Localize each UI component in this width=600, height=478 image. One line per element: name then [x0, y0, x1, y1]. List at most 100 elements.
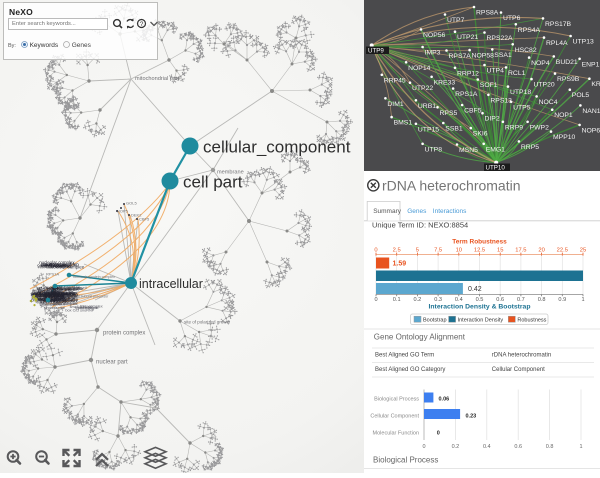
svg-text:rRNA complex: rRNA complex [47, 298, 76, 303]
svg-text:Robustness: Robustness [517, 318, 546, 324]
svg-text:0: 0 [437, 431, 440, 437]
svg-text:SSB1: SSB1 [445, 126, 463, 133]
svg-text:UTP4: UTP4 [487, 68, 505, 75]
svg-text:SSU complex: SSU complex [55, 302, 78, 306]
svg-text:CBF5: CBF5 [464, 108, 482, 115]
svg-text:snoRNA complex: snoRNA complex [50, 286, 84, 291]
svg-text:snoRNA complex: snoRNA complex [48, 286, 82, 291]
svg-text:preribosome: preribosome [51, 296, 76, 301]
svg-text:DIM1: DIM1 [387, 101, 403, 108]
svg-text:processome: processome [40, 302, 61, 306]
svg-text:snoRNA complex: snoRNA complex [33, 293, 67, 298]
svg-text:RRP5: RRP5 [521, 144, 539, 151]
svg-text:ribonucleoprotein complex: ribonucleoprotein complex [73, 275, 115, 279]
svg-text:RPS5: RPS5 [440, 110, 458, 117]
svg-text:UTP10: UTP10 [486, 165, 506, 172]
svg-text:RPL4A: RPL4A [546, 40, 568, 47]
svg-text:Interaction Density: Interaction Density [458, 318, 504, 324]
svg-text:snoRNA complex: snoRNA complex [45, 292, 79, 297]
svg-text:UTP9: UTP9 [368, 48, 384, 55]
svg-text:Term Robustness: Term Robustness [452, 239, 507, 246]
svg-text:UTP6: UTP6 [503, 15, 521, 22]
svg-text:0.2: 0.2 [452, 444, 460, 450]
svg-text:site of polarized growth: site of polarized growth [184, 320, 231, 325]
svg-text:90S preribosome: 90S preribosome [37, 264, 71, 269]
svg-text:box C/D snoRNP: box C/D snoRNP [40, 293, 74, 298]
svg-text:processome: processome [78, 306, 99, 310]
svg-text:Unique Term ID: NEXO:8854: Unique Term ID: NEXO:8854 [372, 221, 468, 230]
svg-text:1.59: 1.59 [393, 261, 407, 268]
svg-text:rRNA complex: rRNA complex [48, 293, 77, 298]
svg-text:processome: processome [52, 291, 76, 296]
svg-text:processome: processome [39, 293, 63, 298]
svg-text:0.6: 0.6 [514, 444, 522, 450]
svg-text:snoRNA complex: snoRNA complex [44, 299, 78, 304]
svg-text:small subunit: small subunit [70, 305, 93, 309]
svg-text:SSU complex: SSU complex [38, 290, 65, 295]
svg-text:NOP5: NOP5 [117, 209, 129, 214]
svg-text:20: 20 [538, 248, 544, 254]
svg-text:cellular_component: cellular_component [203, 138, 351, 157]
svg-text:box C/D snoRNP: box C/D snoRNP [45, 263, 79, 268]
svg-text:rRNA complex: rRNA complex [53, 302, 77, 306]
svg-text:SKI6: SKI6 [473, 131, 488, 138]
svg-text:Genes: Genes [407, 208, 427, 215]
svg-text:SSA1: SSA1 [494, 52, 512, 59]
svg-text:NOP4: NOP4 [531, 60, 550, 67]
svg-text:UTP22: UTP22 [412, 85, 433, 92]
svg-text:nucleolar complex: nucleolar complex [32, 291, 68, 296]
svg-text:0.4: 0.4 [455, 297, 463, 303]
svg-text:box C/D snoRNP: box C/D snoRNP [32, 295, 66, 300]
svg-text:PWP2: PWP2 [530, 124, 549, 131]
svg-text:small subunit: small subunit [53, 286, 79, 291]
svg-text:HSC82: HSC82 [515, 47, 537, 54]
svg-text:0.42: 0.42 [468, 286, 482, 293]
svg-text:nucleolar complex: nucleolar complex [49, 265, 85, 270]
svg-text:0.6: 0.6 [496, 297, 504, 303]
svg-text:rRNA complex: rRNA complex [41, 299, 70, 304]
svg-text:processome: processome [31, 291, 55, 296]
svg-text:snoRNA complex: snoRNA complex [42, 262, 76, 267]
svg-text:BUD21: BUD21 [556, 59, 578, 66]
svg-text:small subunit: small subunit [31, 291, 57, 296]
svg-text:0.3: 0.3 [434, 297, 442, 303]
svg-text:box C/D snoRNP: box C/D snoRNP [65, 309, 94, 313]
svg-text:small subunit: small subunit [43, 303, 66, 307]
svg-text:10: 10 [456, 248, 462, 254]
svg-text:NOP58: NOP58 [38, 265, 52, 270]
svg-text:SSU complex: SSU complex [44, 294, 71, 299]
svg-text:processome: processome [44, 291, 68, 296]
svg-text:RPS9B: RPS9B [557, 76, 580, 83]
svg-text:protein complex: protein complex [103, 331, 145, 337]
svg-text:rRNA complex: rRNA complex [46, 291, 75, 296]
svg-text:2.5: 2.5 [393, 248, 401, 254]
svg-text:DEK2: DEK2 [131, 213, 142, 218]
svg-text:Cellular Component: Cellular Component [370, 414, 419, 420]
svg-text:small subunit: small subunit [37, 297, 63, 302]
svg-text:rRNA complex: rRNA complex [32, 293, 61, 298]
svg-text:RRP45: RRP45 [384, 77, 406, 84]
svg-text:UTP8: UTP8 [425, 146, 443, 153]
svg-text:U3 snoRNP: U3 snoRNP [51, 289, 74, 294]
svg-text:rDNA heterochromatin: rDNA heterochromatin [492, 353, 551, 359]
svg-text:Cellular Component: Cellular Component [492, 367, 545, 373]
svg-text:small subunit: small subunit [40, 296, 66, 301]
svg-text:ribosomal subunit precursor: ribosomal subunit precursor [64, 295, 109, 299]
svg-text:small subunit: small subunit [75, 306, 98, 310]
svg-text:90S preribosome: 90S preribosome [45, 293, 79, 298]
svg-text:preribosome: preribosome [31, 298, 56, 303]
svg-text:RPS4A: RPS4A [518, 27, 541, 34]
svg-text:KRR1: KRR1 [591, 81, 600, 88]
svg-text:ribosomal subunit: ribosomal subunit [59, 286, 87, 290]
svg-text:SOF1: SOF1 [480, 82, 498, 89]
svg-text:small subunit: small subunit [41, 263, 67, 268]
svg-text:0.1: 0.1 [393, 297, 401, 303]
svg-text:Best Aligned GO Term: Best Aligned GO Term [375, 353, 434, 359]
svg-text:URB1: URB1 [418, 103, 436, 110]
svg-text:90S preribosome: 90S preribosome [38, 286, 72, 291]
svg-text:RCL1: RCL1 [508, 70, 526, 77]
svg-text:22.5: 22.5 [557, 248, 568, 254]
svg-text:7.5: 7.5 [434, 248, 442, 254]
svg-text:SSU complex: SSU complex [45, 264, 72, 269]
svg-text:5: 5 [416, 248, 419, 254]
